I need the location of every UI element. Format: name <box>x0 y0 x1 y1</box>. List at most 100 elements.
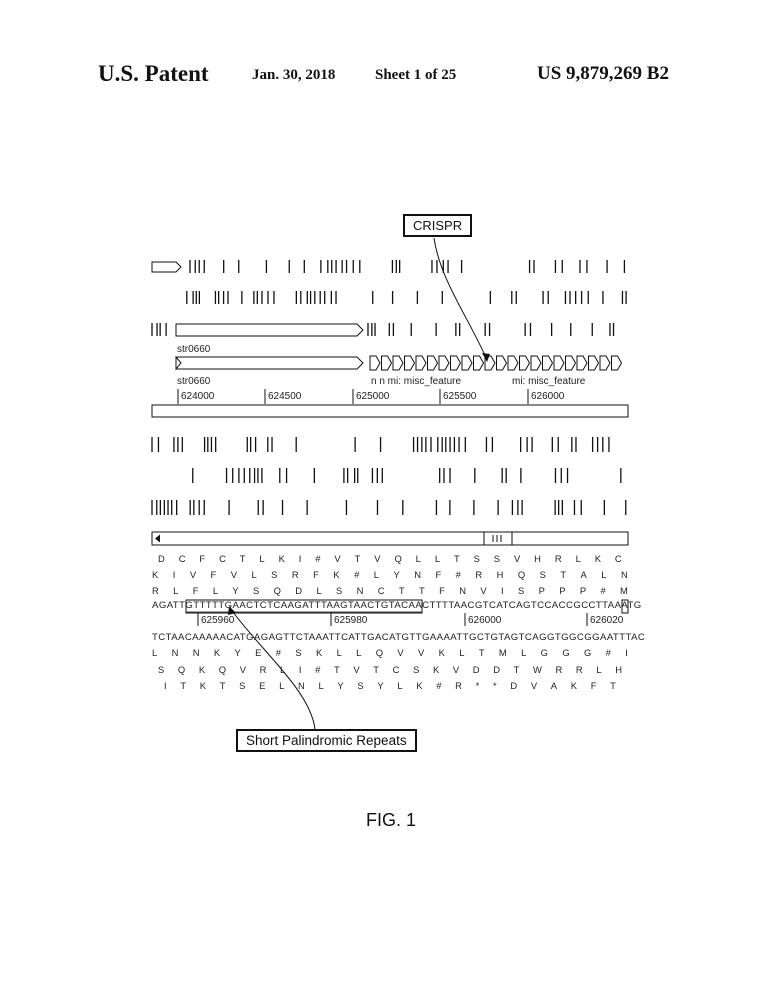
amino-acid: R <box>260 664 267 675</box>
amino-acid: * <box>493 680 497 691</box>
amino-acid: # <box>600 585 605 596</box>
amino-acid: P <box>539 585 545 596</box>
amino-acid: S <box>518 585 524 596</box>
amino-acid: C <box>179 553 186 564</box>
amino-acid: R <box>576 664 583 675</box>
spr-callout-label: Short Palindromic Repeats <box>236 729 417 752</box>
crispr-repeat-arrow <box>393 356 403 370</box>
misc-feature-label-2: mi: misc_feature <box>512 376 585 387</box>
dna-forward-strand: AGATTGTTTTTGAACTCTCAAGATTTAAGTAACTGTACAA… <box>152 600 628 611</box>
crispr-repeat-arrow <box>600 356 610 370</box>
amino-acid: T <box>180 680 186 691</box>
amino-acid: L <box>416 553 421 564</box>
dna-reverse-strand: TCTAACAAAAACATGAGAGTTCTAAATTCATTGACATGTT… <box>152 632 628 643</box>
crispr-repeat-arrow <box>451 356 461 370</box>
translation-frame-bottom-2: SQKQVRLI#TVTCSKVDDTWRRLH <box>152 664 628 675</box>
amino-acid: Q <box>394 553 401 564</box>
amino-acid: S <box>474 553 480 564</box>
amino-acid: V <box>514 553 520 564</box>
amino-acid: V <box>453 664 459 675</box>
amino-acid: S <box>540 569 546 580</box>
amino-acid: # <box>456 569 461 580</box>
amino-acid: # <box>315 664 320 675</box>
amino-acid: I <box>625 647 628 658</box>
crispr-repeat-arrow <box>474 356 484 370</box>
amino-acid: # <box>315 553 320 564</box>
translation-frame-bottom-1: LNNKYE#SKLLQVVKLTMLGGG#I <box>152 647 628 658</box>
gene-arrow-str0660-upper <box>176 324 363 336</box>
crispr-repeat-arrow <box>405 356 415 370</box>
crispr-repeat-arrow <box>416 356 426 370</box>
amino-acid: E <box>259 680 265 691</box>
amino-acid: L <box>173 585 178 596</box>
sequence-scrollbar[interactable] <box>152 532 628 545</box>
gene-arrow-str0660-lower <box>176 357 363 369</box>
amino-acid: L <box>397 680 402 691</box>
amino-acid: F <box>199 553 205 564</box>
amino-acid: L <box>337 647 342 658</box>
amino-acid: P <box>580 585 586 596</box>
amino-acid: K <box>316 647 322 658</box>
crispr-repeat-arrow <box>589 356 599 370</box>
amino-acid: L <box>279 680 284 691</box>
crispr-repeat-arrow <box>462 356 472 370</box>
amino-acid: L <box>152 647 157 658</box>
crispr-repeat-arrow <box>577 356 587 370</box>
amino-acid: T <box>355 553 361 564</box>
amino-acid: V <box>397 647 403 658</box>
amino-acid: V <box>418 647 424 658</box>
amino-acid: Q <box>518 569 525 580</box>
amino-acid: D <box>510 680 517 691</box>
amino-acid: I <box>299 553 302 564</box>
amino-acid: I <box>173 569 176 580</box>
amino-acid: L <box>280 664 285 675</box>
scrollbar-track[interactable] <box>152 532 628 545</box>
amino-acid: L <box>356 647 361 658</box>
amino-acid: T <box>399 585 405 596</box>
feature-tick-tracks <box>152 260 626 515</box>
amino-acid: F <box>193 585 199 596</box>
amino-acid: G <box>584 647 591 658</box>
amino-acid: R <box>455 680 462 691</box>
amino-acid: # <box>606 647 611 658</box>
amino-acid: S <box>494 553 500 564</box>
amino-acid: R <box>152 585 159 596</box>
amino-acid: A <box>551 680 557 691</box>
gene-arrow-left-row1 <box>152 262 181 272</box>
amino-acid: S <box>295 647 301 658</box>
gene-label-top: str0660 <box>177 344 210 355</box>
amino-acid: D <box>158 553 165 564</box>
amino-acid: C <box>393 664 400 675</box>
amino-acid: F <box>439 585 445 596</box>
crispr-repeat-arrow <box>566 356 576 370</box>
amino-acid: L <box>596 664 601 675</box>
amino-acid: L <box>213 585 218 596</box>
amino-acid: D <box>473 664 480 675</box>
amino-acid: T <box>373 664 379 675</box>
amino-acid: N <box>621 569 628 580</box>
amino-acid: K <box>200 680 206 691</box>
amino-acid: T <box>240 553 246 564</box>
amino-acid: V <box>231 569 237 580</box>
crispr-repeat-arrow <box>370 356 380 370</box>
amino-acid: L <box>601 569 606 580</box>
amino-acid: P <box>559 585 565 596</box>
amino-acid: S <box>413 664 419 675</box>
amino-acid: N <box>357 585 364 596</box>
amino-acid: A <box>581 569 587 580</box>
amino-acid: # <box>436 680 441 691</box>
lower-ruler-tick-label: 626020 <box>590 615 623 626</box>
amino-acid: Q <box>274 585 281 596</box>
amino-acid: K <box>279 553 285 564</box>
amino-acid: T <box>334 664 340 675</box>
lower-ruler-ticks <box>198 613 587 626</box>
crispr-repeat-arrow <box>543 356 553 370</box>
amino-acid: R <box>475 569 482 580</box>
amino-acid: T <box>419 585 425 596</box>
amino-acid: L <box>521 647 526 658</box>
ruler-tick-label: 624500 <box>268 391 301 402</box>
amino-acid: K <box>571 680 577 691</box>
scrollbar-thumb[interactable] <box>484 532 512 545</box>
amino-acid: T <box>610 680 616 691</box>
